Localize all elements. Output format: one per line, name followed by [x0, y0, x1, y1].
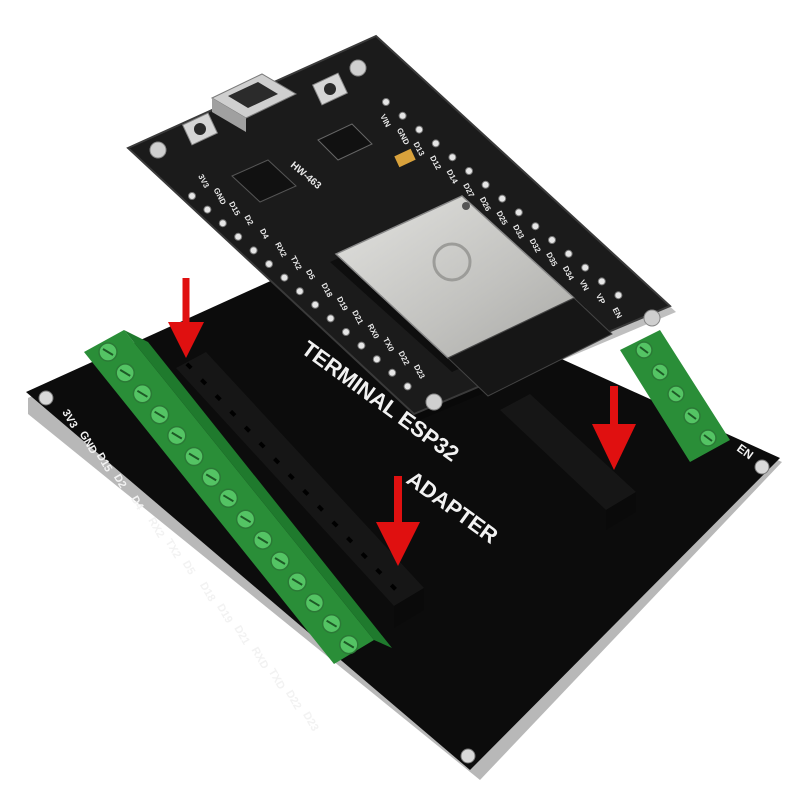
- mount-hole-br: [754, 459, 770, 475]
- usb-uart-chip: [231, 159, 297, 203]
- terminal-label: D22: [283, 688, 303, 711]
- terminal-label: D18: [197, 580, 217, 603]
- header-pin: [514, 208, 523, 217]
- mount-hole-tl: [38, 390, 54, 406]
- module-pin-label: D2: [242, 214, 255, 228]
- header-pin: [548, 236, 556, 244]
- header-pin: [597, 277, 606, 286]
- terminal-label: D21: [231, 624, 251, 647]
- header-pin: [203, 205, 212, 214]
- insertion-arrow-left: [168, 278, 204, 358]
- header-pin: [431, 139, 440, 148]
- terminal-label: D23: [300, 710, 320, 733]
- left-terminal-block: [84, 330, 392, 664]
- insertion-arrow-center: [376, 476, 420, 566]
- header-pin: [581, 263, 590, 272]
- insertion-arrow-right: [592, 386, 636, 470]
- header-pin: [481, 180, 490, 189]
- terminal-label: TX2: [163, 537, 183, 560]
- header-pin: [326, 314, 335, 323]
- regulator-chip: [317, 123, 373, 161]
- header-pin: [342, 328, 350, 336]
- terminal-label: TXD: [266, 667, 287, 692]
- header-pin: [498, 194, 507, 203]
- header-pin: [295, 287, 304, 296]
- wifi-module-shield: [330, 195, 613, 397]
- terminal-label: D19: [214, 602, 234, 625]
- module-pin-label: D4: [258, 227, 271, 241]
- terminal-label: RXD: [249, 645, 271, 671]
- header-pin: [415, 125, 424, 134]
- header-pin: [218, 219, 227, 228]
- right-terminal-block: [620, 330, 730, 462]
- header-pin: [249, 246, 258, 255]
- header-pin: [372, 355, 381, 364]
- left-female-header: [176, 352, 424, 628]
- header-pin: [234, 232, 243, 241]
- header-pin: [388, 368, 397, 377]
- header-pin: [357, 341, 366, 350]
- usb-connector: [210, 73, 298, 132]
- right-female-header: [500, 394, 636, 530]
- header-pin: [448, 153, 457, 162]
- header-pin: [403, 382, 412, 391]
- header-pin: [614, 291, 623, 300]
- header-pin: [382, 98, 390, 106]
- module-pin-label: D5: [304, 268, 317, 282]
- header-pin: [465, 167, 473, 175]
- header-pin: [531, 222, 540, 231]
- header-pin: [280, 273, 289, 282]
- mount-hole-bl: [460, 748, 476, 764]
- esp32-module: HW-463 3V3GNDD15D2D4RX2TX2D5D18D19D21RX0…: [126, 34, 676, 501]
- header-pin: [188, 192, 196, 200]
- header-pin: [564, 249, 573, 258]
- header-pin: [398, 111, 407, 120]
- header-pin: [311, 300, 320, 309]
- espressif-logo-icon: [432, 242, 472, 282]
- terminal-label: D5: [180, 559, 197, 577]
- header-pin: [265, 260, 273, 268]
